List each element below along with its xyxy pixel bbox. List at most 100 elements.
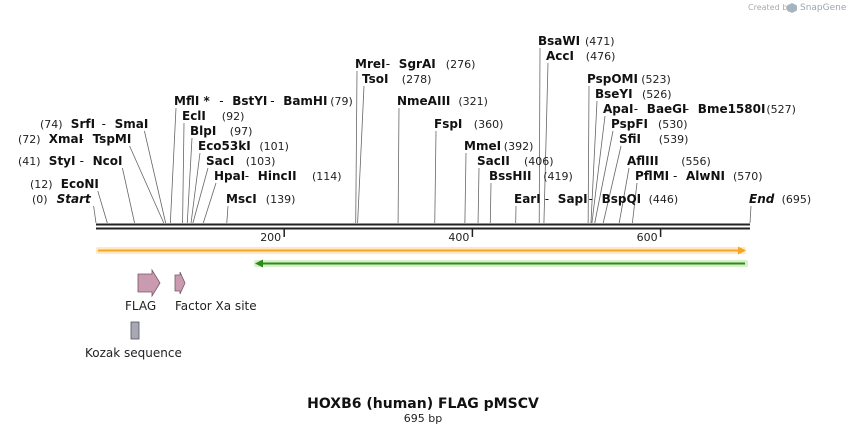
feature-legend: FLAG Factor Xa site Kozak sequence (85, 268, 257, 360)
enzyme-name: TspMI (93, 132, 132, 146)
enzyme-name: BstYI (232, 94, 267, 108)
site-name-separator: - (634, 102, 638, 116)
reverse-orf-track[interactable] (254, 259, 748, 268)
cut-line (591, 115, 606, 224)
feature-kozak-sequence[interactable]: Kozak sequence (85, 321, 182, 360)
enzyme-name: TsoI (362, 72, 388, 86)
enzyme-name: NcoI (93, 154, 123, 168)
site-position: (556) (681, 155, 711, 168)
cut-line (190, 152, 201, 224)
site-position: (526) (642, 88, 672, 101)
site-msci[interactable]: MscI (139) (226, 192, 295, 206)
site-position: (321) (458, 95, 488, 108)
enzyme-name: SapI (558, 192, 588, 206)
enzyme-name: AccI (546, 49, 574, 63)
site-position: (406) (524, 155, 554, 168)
site-bseyi[interactable]: BseYI(526) (595, 87, 672, 101)
site-position: (0) (32, 193, 48, 206)
site-position: (276) (446, 58, 476, 71)
cut-line (631, 182, 638, 224)
site-sfii[interactable]: SfiI(539) (619, 132, 688, 146)
map-title: HOXB6 (human) FLAG pMSCV (307, 396, 539, 412)
site-name-separator: - (80, 132, 84, 146)
cut-line (538, 47, 541, 224)
cut-line (594, 130, 614, 224)
site-bsshii[interactable]: BssHII(419) (489, 169, 573, 183)
enzyme-name: MflI * (174, 94, 210, 108)
site-ecli[interactable]: EclI(92) (182, 109, 244, 123)
enzyme-name: SmaI (115, 117, 149, 131)
cut-line (587, 85, 590, 224)
site-srfi-smai[interactable]: (74)SrfI-SmaI (40, 117, 148, 131)
site-position: (278) (402, 73, 432, 86)
orf-tracks (96, 246, 748, 268)
site-eari-sapi-bspqi[interactable]: EarI-SapI-BspQI(446) (514, 192, 678, 206)
site-start[interactable]: (0)Start (32, 192, 92, 206)
feature-label-factor-xa: Factor Xa site (175, 299, 257, 313)
site-name-separator: - (685, 102, 689, 116)
enzyme-name: FspI (434, 117, 462, 131)
enzyme-name: MscI (226, 192, 257, 206)
site-position: (695) (782, 193, 812, 206)
enzyme-name: PspFI (611, 117, 648, 131)
enzyme-name: AlwNI (686, 169, 725, 183)
site-afliii[interactable]: AflIII (556) (627, 154, 711, 168)
cut-line (122, 167, 135, 224)
feature-label-kozak: Kozak sequence (85, 346, 182, 360)
site-position: (446) (649, 193, 679, 206)
site-blpi[interactable]: BlpI(97) (190, 124, 252, 138)
site-position: (139) (266, 193, 296, 206)
enzyme-name: HpaI (214, 169, 245, 183)
site-eco53ki[interactable]: Eco53kI(101) (198, 139, 289, 153)
map-size: 695 bp (404, 412, 442, 425)
site-mmei[interactable]: MmeI(392) (464, 139, 533, 153)
enzyme-name: BlpI (190, 124, 216, 138)
enzyme-name: PflMI (635, 169, 669, 183)
cut-line (357, 85, 365, 224)
site-bsawi[interactable]: BsaWI(471) (538, 34, 615, 48)
site-end[interactable]: End (695) (749, 192, 811, 206)
site-pspfi[interactable]: PspFI(530) (611, 117, 688, 131)
site-mfli-bstyi-bamhi[interactable]: MflI *-BstYI-BamHI(79) (174, 94, 353, 108)
site-mrei-sgrai[interactable]: MreI-SgrAI(276) (355, 57, 475, 71)
site-styi-ncoi[interactable]: (41)StyI-NcoI (18, 154, 122, 168)
site-position: (360) (474, 118, 504, 131)
site-xmai-tspmi[interactable]: (72)XmaI-TspMI (18, 132, 131, 146)
enzyme-name: End (749, 192, 775, 206)
cut-line (464, 152, 467, 224)
feature-flag[interactable]: FLAG (125, 268, 161, 313)
cut-line (397, 107, 400, 224)
site-position: (539) (659, 133, 689, 146)
site-position: (103) (246, 155, 276, 168)
site-nmeaiii[interactable]: NmeAIII(321) (397, 94, 488, 108)
site-econi[interactable]: (12)EcoNI (30, 177, 99, 191)
site-sacii[interactable]: SacII(406) (477, 154, 554, 168)
site-pspomi[interactable]: PspOMI(523) (587, 72, 671, 86)
site-hpai-hincii[interactable]: HpaI-HincII(114) (214, 169, 342, 183)
site-fspi[interactable]: FspI (360) (434, 117, 503, 131)
kozak-box-icon (130, 321, 140, 340)
cut-line (144, 130, 167, 224)
enzyme-name: AflIII (627, 154, 659, 168)
site-tsoi[interactable]: TsoI (278) (362, 72, 431, 86)
enzyme-name: BaeGI (647, 102, 687, 116)
site-position: (114) (312, 170, 342, 183)
cut-line (182, 122, 185, 224)
enzyme-name: MmeI (464, 139, 501, 153)
site-saci[interactable]: SacI(103) (206, 154, 275, 168)
feature-factor-xa-site[interactable]: Factor Xa site (174, 271, 257, 313)
credit-brand: SnapGene (800, 3, 846, 13)
ruler-tick-label: 400 (448, 231, 469, 244)
site-acci[interactable]: AccI(476) (546, 49, 615, 63)
cut-line (602, 145, 622, 224)
forward-orf-track[interactable] (96, 246, 746, 255)
cut-line (192, 167, 209, 224)
factor-xa-arrow-icon (174, 271, 186, 295)
credit-prefix: Created by (748, 3, 792, 12)
site-pflmi-alwni[interactable]: PflMI-AlwNI(570) (635, 169, 763, 183)
site-position: (392) (504, 140, 534, 153)
ruler-tick-label: 200 (260, 231, 281, 244)
cut-line (543, 62, 549, 224)
site-apai-baegi-bme1580i[interactable]: ApaI-BaeGI-Bme1580I(527) (603, 102, 796, 116)
enzyme-name: EcoNI (61, 177, 99, 191)
